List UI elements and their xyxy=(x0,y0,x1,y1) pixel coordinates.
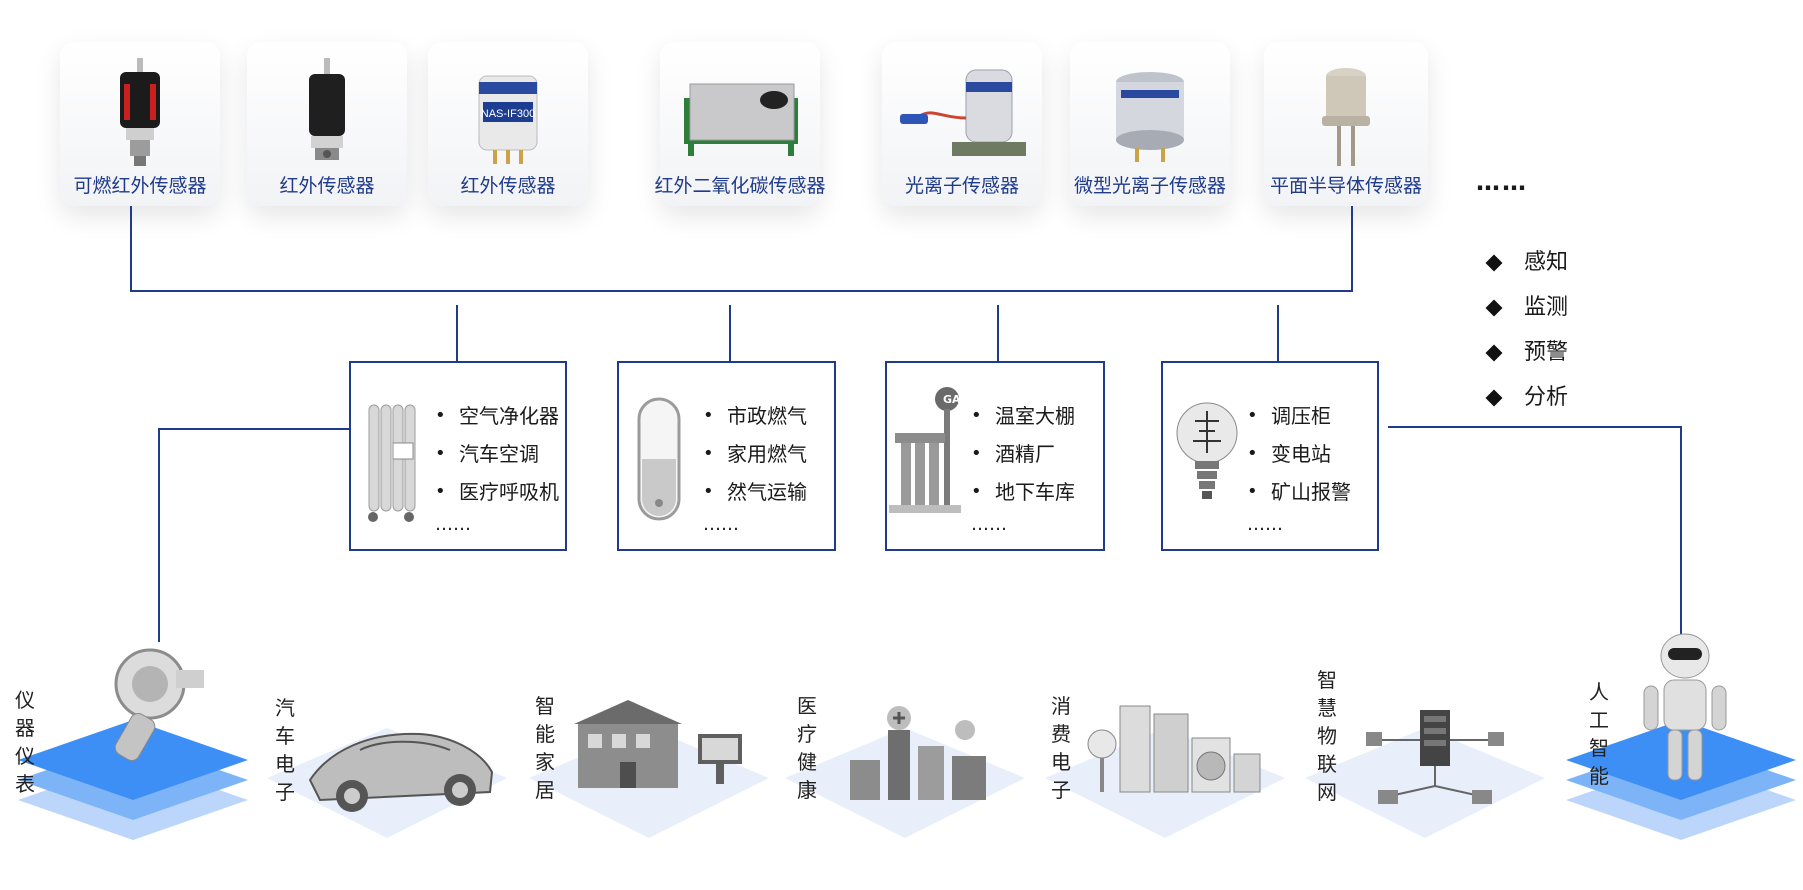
sensor-label: 可燃红外传感器 xyxy=(73,175,207,197)
application-item: 医疗呼吸机 xyxy=(435,473,559,511)
sensor-card-semiconductor: 平面半导体传感器 xyxy=(1264,42,1428,206)
application-item: 酒精厂 xyxy=(971,435,1075,473)
industry-label: 医疗健康 xyxy=(797,694,817,802)
diamond-bullet-icon xyxy=(1485,254,1503,272)
sensor-card-co2: 红外二氧化碳传感器 xyxy=(654,42,826,206)
gas-tank-icon xyxy=(637,397,681,521)
sensor-card-flammable-infrared: 可燃红外传感器 xyxy=(60,42,220,206)
infrared-sensor-module-icon: NAS-IF300 xyxy=(478,75,538,164)
sensor-card-infrared-2: NAS-IF300 红外传感器 xyxy=(428,42,588,206)
lightbulb-icon xyxy=(1176,402,1238,499)
robot-icon xyxy=(1643,633,1727,781)
application-box-greenhouse: GAS 温室大棚 酒精厂 地下车库 …… xyxy=(885,361,1105,551)
sensor-card-infrared-1: 红外传感器 xyxy=(247,42,407,206)
application-item: 汽车空调 xyxy=(435,435,559,473)
car-icon xyxy=(308,732,494,812)
application-more: …… xyxy=(435,514,471,535)
connector-right-branch-v xyxy=(1680,426,1682,640)
application-list: 市政燃气 家用燃气 然气运输 xyxy=(703,397,807,511)
feature-item: 分析 xyxy=(1485,375,1568,420)
application-item: 空气净化器 xyxy=(435,397,559,435)
application-item: 温室大棚 xyxy=(971,397,1075,435)
application-more: …… xyxy=(971,514,1007,535)
connector-right-branch-h xyxy=(1388,426,1682,428)
gas-station-icon xyxy=(889,387,961,513)
application-item: 变电站 xyxy=(1247,435,1351,473)
svg-text:NAS-IF300: NAS-IF300 xyxy=(481,108,535,120)
semiconductor-sensor-icon xyxy=(1322,68,1370,166)
smart-home-icon xyxy=(574,700,742,788)
diamond-bullet-icon xyxy=(1485,389,1503,407)
iot-network-icon xyxy=(1366,710,1504,804)
feature-item: 预警 xyxy=(1485,330,1568,375)
connector-drop-1 xyxy=(456,305,458,361)
sensor-label: 红外传感器 xyxy=(279,175,375,197)
sensor-card-micro-pid: 微型光离子传感器 xyxy=(1070,42,1230,206)
connector-drop-4 xyxy=(1277,305,1279,361)
industry-label: 仪器仪表 xyxy=(15,688,35,796)
flammable-infrared-sensor-icon xyxy=(120,58,160,166)
connector-horizontal-bus xyxy=(130,290,1353,292)
co2-sensor-board-icon xyxy=(684,83,798,156)
application-list: 调压柜 变电站 矿山报警 xyxy=(1247,397,1351,511)
application-box-air: 空气净化器 汽车空调 医疗呼吸机 …… xyxy=(349,361,567,551)
sensor-label: 光离子传感器 xyxy=(904,175,1019,197)
application-box-substation: 调压柜 变电站 矿山报警 …… xyxy=(1161,361,1379,551)
industry-label: 人工智能 xyxy=(1589,680,1609,788)
industry-label: 消费电子 xyxy=(1051,694,1071,802)
photoionization-sensor-icon xyxy=(900,69,1026,156)
appliances-icon xyxy=(1087,705,1261,793)
application-item: 地下车库 xyxy=(971,473,1075,511)
micro-pid-sensor-icon xyxy=(1116,72,1184,162)
application-item: 调压柜 xyxy=(1247,397,1351,435)
connector-left-vertical xyxy=(130,206,132,292)
connector-drop-3 xyxy=(997,305,999,361)
industry-label: 汽车电子 xyxy=(275,696,295,804)
sensors-more-ellipsis: …… xyxy=(1476,168,1528,196)
application-item: 市政燃气 xyxy=(703,397,807,435)
medical-icon xyxy=(850,706,986,800)
feature-item: 监测 xyxy=(1485,285,1568,330)
application-item: 然气运输 xyxy=(703,473,807,511)
gas-badge: GAS xyxy=(943,393,969,406)
application-list: 温室大棚 酒精厂 地下车库 xyxy=(971,397,1075,511)
sensor-label: 红外二氧化碳传感器 xyxy=(654,175,826,197)
industry-label: 智能家居 xyxy=(535,694,555,802)
application-list: 空气净化器 汽车空调 医疗呼吸机 xyxy=(435,397,559,511)
sensor-label: 平面半导体传感器 xyxy=(1269,175,1422,197)
diamond-bullet-icon xyxy=(1485,299,1503,317)
sensor-label: 微型光离子传感器 xyxy=(1073,175,1226,197)
application-item: 矿山报警 xyxy=(1247,473,1351,511)
gas-detector-icon xyxy=(114,648,204,761)
sensor-card-pid: 光离子传感器 xyxy=(882,42,1042,206)
connector-right-vertical xyxy=(1351,206,1353,292)
feature-item: 感知 xyxy=(1485,240,1568,285)
connector-drop-2 xyxy=(729,305,731,361)
application-more: …… xyxy=(1247,514,1283,535)
connector-left-branch-v xyxy=(158,428,160,642)
diamond-bullet-icon xyxy=(1485,344,1503,362)
application-item: 家用燃气 xyxy=(703,435,807,473)
infrared-sensor-black-icon xyxy=(309,58,345,160)
sensor-label: 红外传感器 xyxy=(460,175,556,197)
iot-tile xyxy=(1305,728,1545,838)
radiator-icon xyxy=(368,404,416,522)
application-box-gas: 市政燃气 家用燃气 然气运输 …… xyxy=(617,361,836,551)
application-more: …… xyxy=(703,514,739,535)
industry-label: 智慧物联网 xyxy=(1317,668,1337,804)
connector-left-branch-h xyxy=(158,428,350,430)
feature-list: 感知 监测 预警 分析 xyxy=(1485,240,1568,420)
